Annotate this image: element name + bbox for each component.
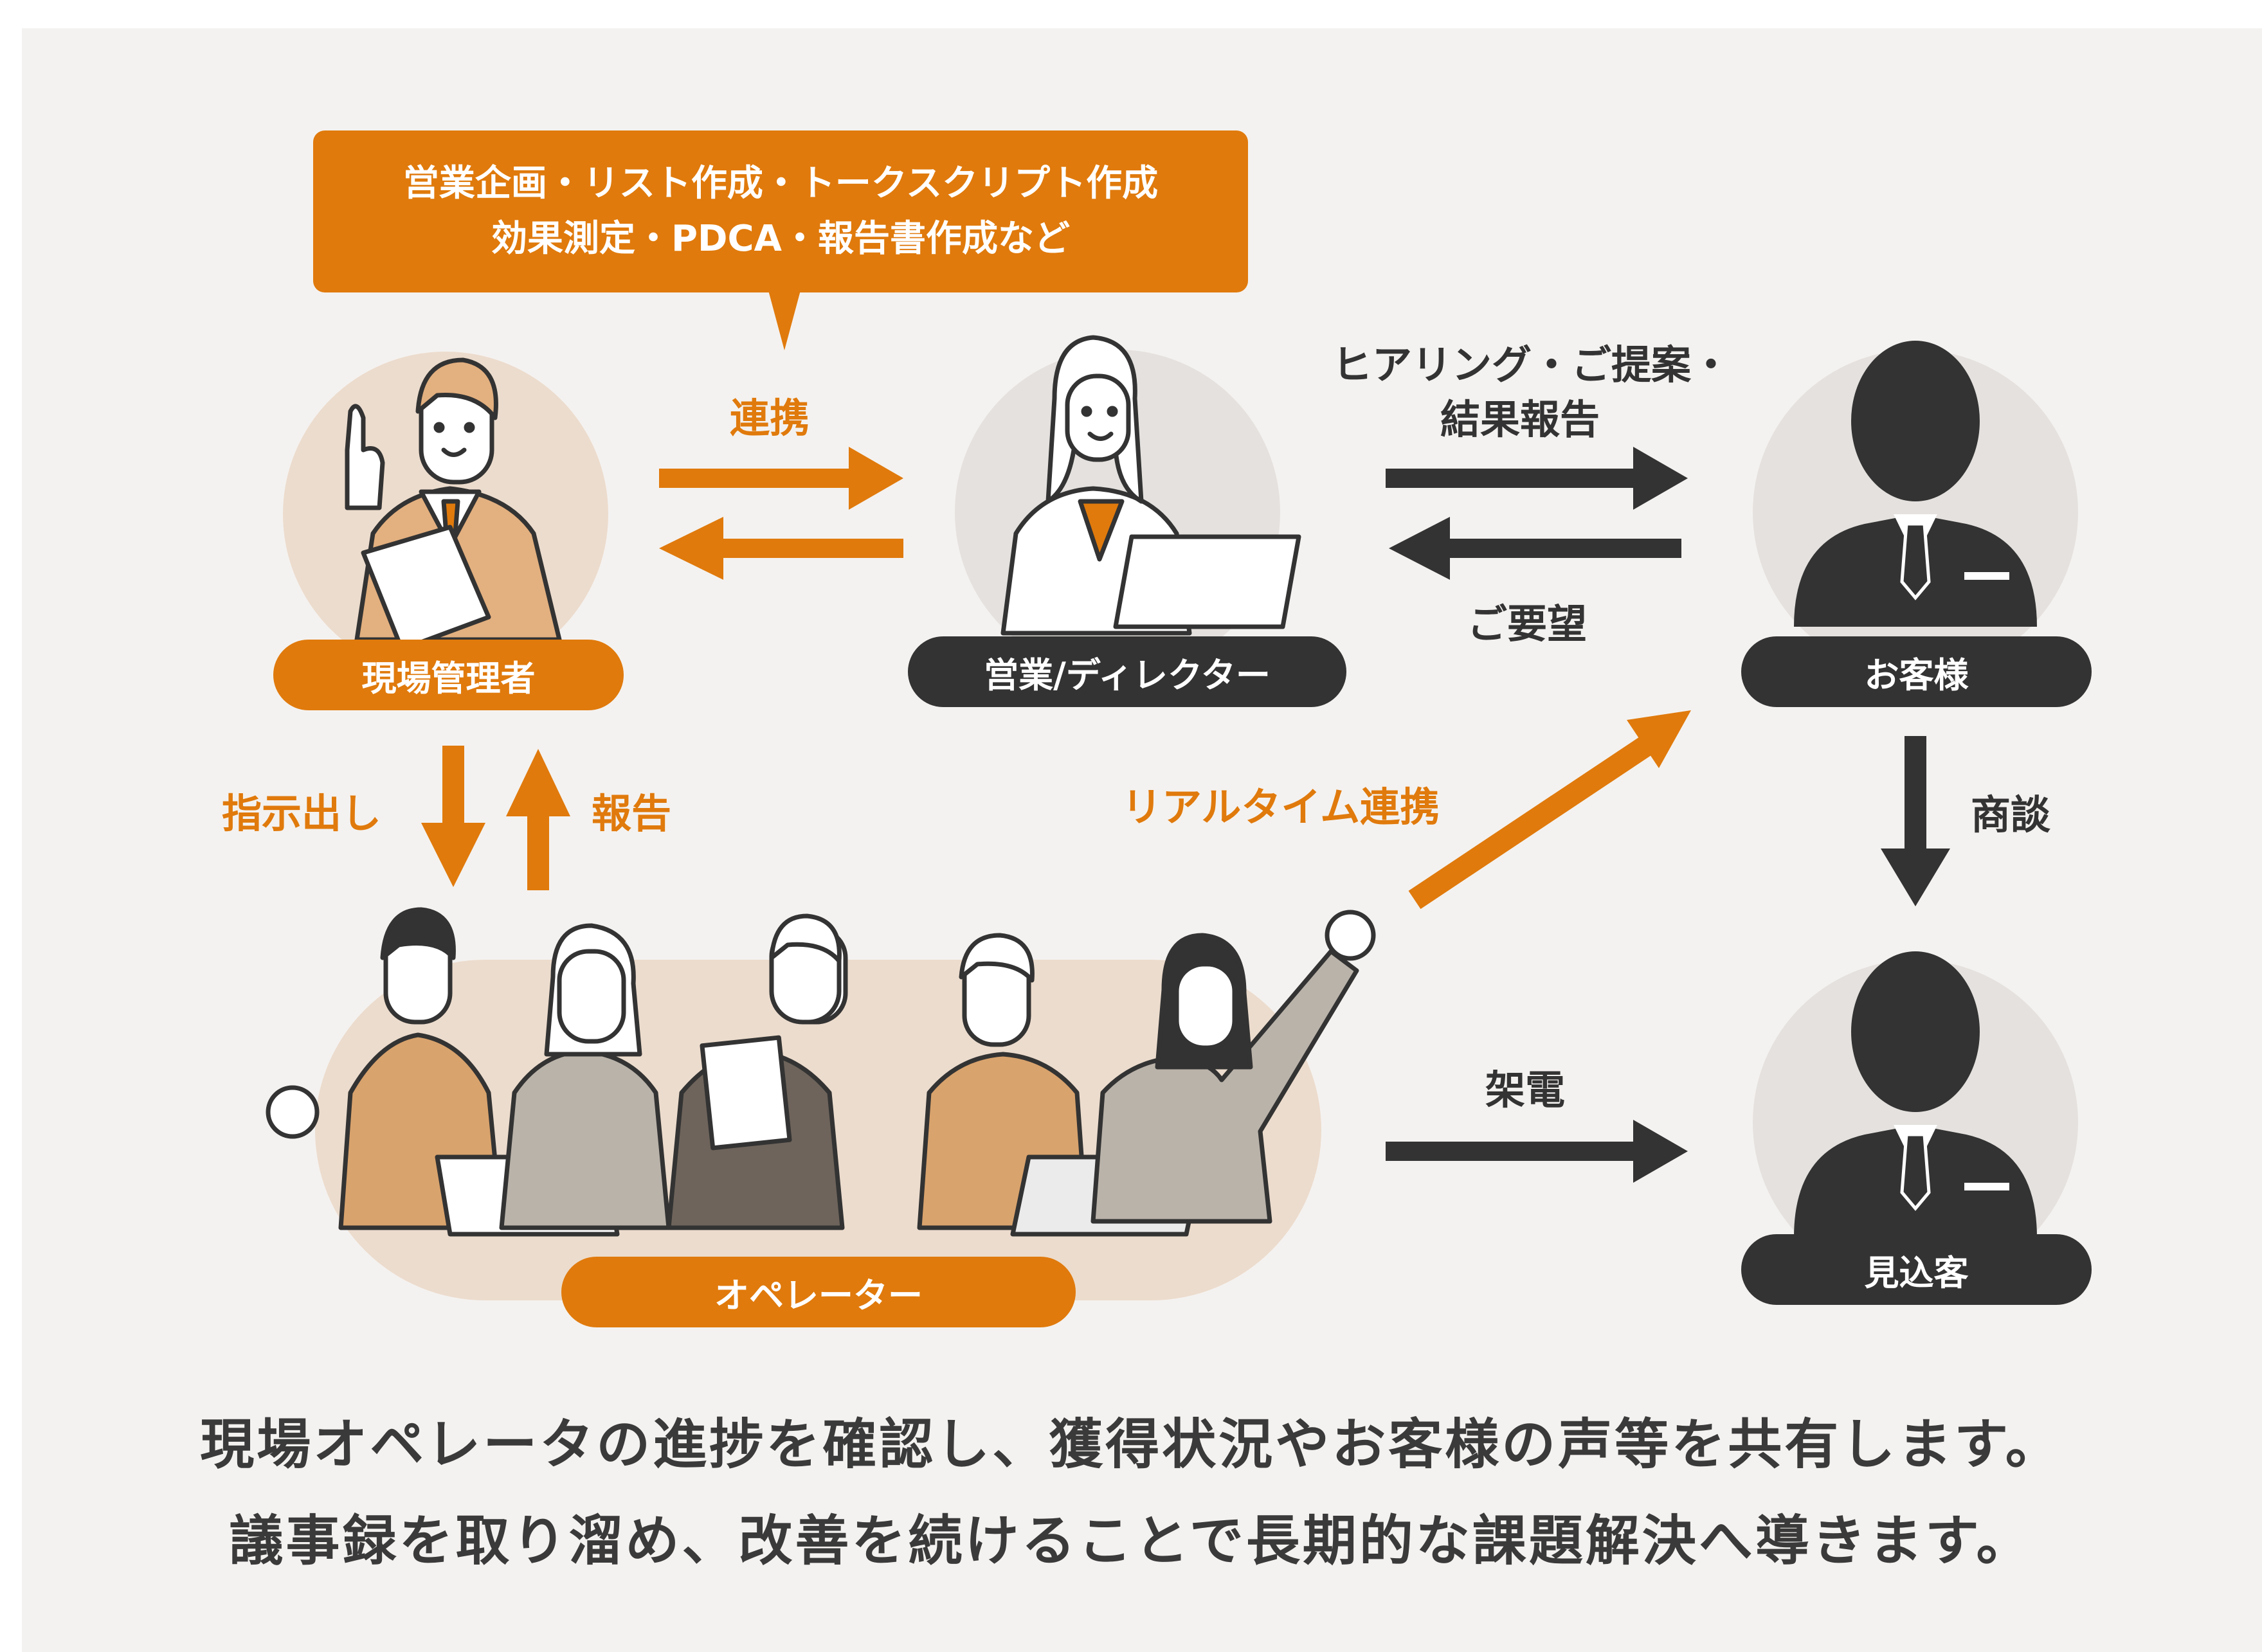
sales-director-pill: 営業/ディレクター bbox=[908, 636, 1346, 707]
report-arrow-up bbox=[506, 749, 570, 890]
task-callout: 営業企画・リスト作成・トークスクリプト作成 効果測定・PDCA・報告書作成など bbox=[313, 130, 1248, 292]
calling-label: 架電 bbox=[1485, 1066, 1566, 1113]
negotiation-label: 商談 bbox=[1971, 791, 2051, 838]
request-arrow-left bbox=[1389, 517, 1681, 580]
hearing-label-line-2: 結果報告 bbox=[1440, 396, 1600, 443]
request-label: ご要望 bbox=[1467, 600, 1588, 647]
site-manager-pill: 現場管理者 bbox=[273, 640, 624, 710]
prospect-pill: 見込客 bbox=[1741, 1234, 2092, 1305]
realtime-label: リアルタイム連携 bbox=[1122, 784, 1440, 830]
hearing-arrow-right bbox=[1386, 447, 1688, 510]
caption-line-2: 議事録を取り溜め、改善を続けることで長期的な課題解決へ導きます。 bbox=[229, 1509, 2033, 1572]
customer-pill: お客様 bbox=[1741, 636, 2092, 707]
callout-line-1: 営業企画・リスト作成・トークスクリプト作成 bbox=[403, 163, 1159, 204]
operator-pill: オペレーター bbox=[561, 1257, 1076, 1327]
realtime-arrow bbox=[1408, 710, 1691, 910]
calling-arrow-right bbox=[1386, 1120, 1688, 1183]
cooperation-arrow-left bbox=[659, 517, 903, 580]
callout-line-2: 効果測定・PDCA・報告書作成など bbox=[491, 218, 1070, 260]
instruction-arrow-down bbox=[421, 746, 485, 887]
instruction-label: 指示出し bbox=[222, 790, 382, 837]
cooperation-arrow-right bbox=[659, 447, 903, 510]
customer-icon bbox=[1794, 341, 2037, 627]
callout-tail bbox=[768, 291, 801, 350]
operators-illustration bbox=[266, 907, 1376, 1237]
diagram-panel bbox=[22, 28, 2262, 1652]
director-illustration bbox=[1000, 335, 1301, 636]
negotiation-arrow-down bbox=[1881, 736, 1950, 906]
hearing-label-line-1: ヒアリング・ご提案・ bbox=[1332, 341, 1732, 388]
report-label: 報告 bbox=[592, 790, 672, 837]
caption-line-1: 現場オペレータの進捗を確認し、獲得状況やお客様の声等を共有します。 bbox=[200, 1413, 2062, 1476]
cooperation-label: 連携 bbox=[730, 395, 810, 442]
manager-illustration bbox=[345, 357, 562, 652]
prospect-icon bbox=[1794, 951, 2037, 1237]
